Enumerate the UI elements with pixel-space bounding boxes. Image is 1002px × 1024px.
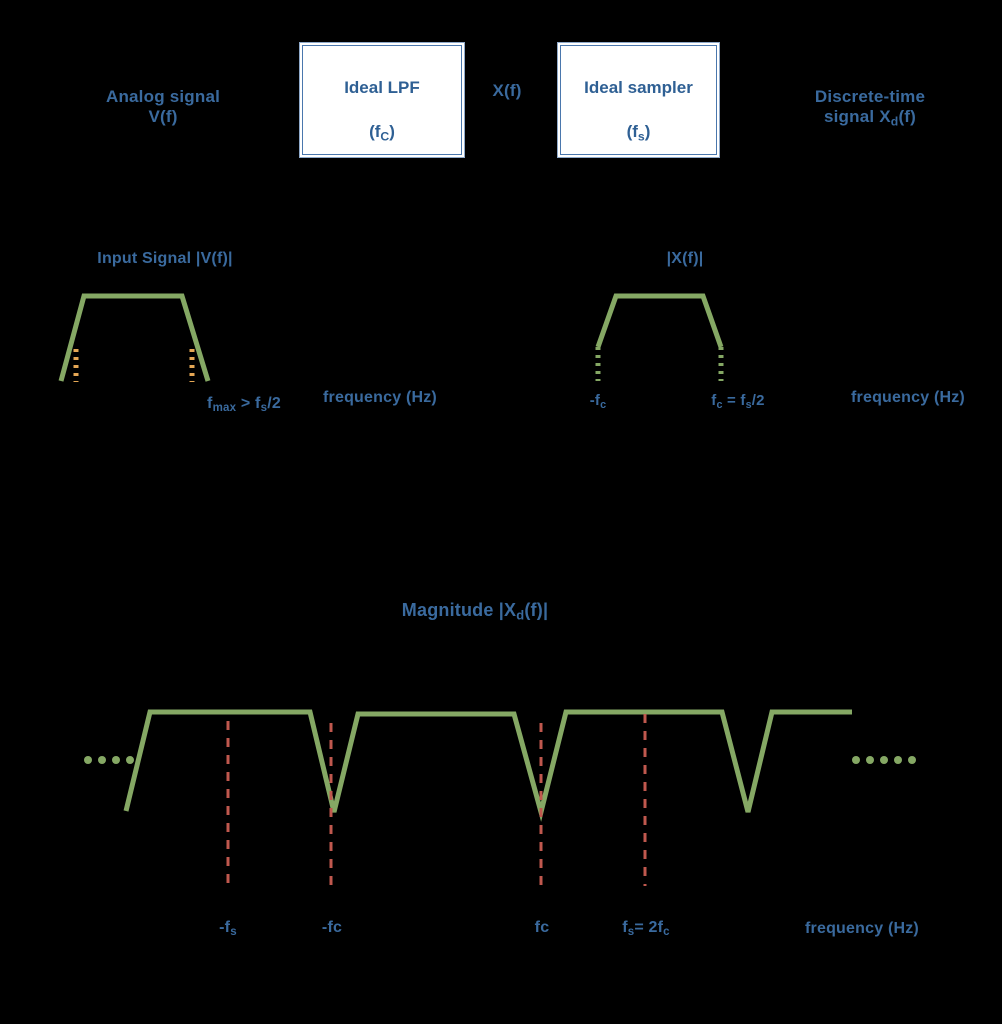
filtered-xlabel: frequency (Hz) (828, 368, 988, 407)
analog-signal-line1: Analog signal V(f) (105, 86, 221, 127)
fmax-sub: max (212, 401, 237, 414)
discrete-tick-fc: fc (534, 918, 550, 936)
xd-sub-title: d (516, 607, 525, 623)
fc-sub-2: c (663, 925, 670, 938)
neg-fs-sub: s (230, 925, 237, 938)
input-spectrum-waveform (58, 293, 211, 382)
xf-text: X(f) (492, 80, 522, 100)
filtered-title-text: |X(f)| (666, 249, 704, 267)
sampler-subscript: s (637, 129, 645, 144)
discrete-tick-minus-fs: -fs (219, 918, 237, 938)
fs-sub-2: s (745, 399, 752, 412)
ideal-sampler-title: Ideal sampler (584, 77, 693, 97)
discrete-xlabel: frequency (Hz) (778, 899, 946, 938)
input-signal-plot-title: Input Signal |V(f)| (50, 229, 280, 268)
filtered-xlabel-text: frequency (Hz) (851, 388, 965, 406)
filtered-plot-title: |X(f)| (630, 229, 740, 268)
ideal-sampler-block[interactable]: Ideal sampler (fs) (560, 45, 717, 155)
input-signal-xlabel: frequency (Hz) (300, 368, 460, 407)
discrete-tick-fs: fs= 2fc (622, 918, 670, 938)
ideal-lpf-block[interactable]: Ideal LPF (fC) (302, 45, 462, 155)
fs-sub-3: s (627, 925, 635, 938)
fc-sub: c (716, 399, 723, 412)
xf-label: X(f) (462, 60, 552, 101)
discrete-ellipsis-left (84, 756, 134, 764)
discrete-spectrum-waveform (123, 709, 852, 822)
ideal-sampler-block-label: Ideal sampler (fs) (584, 77, 693, 144)
neg-fc-sub: c (600, 399, 607, 412)
input-signal-title-text: Input Signal |V(f)| (97, 249, 233, 267)
lpf-subscript: C (380, 129, 390, 144)
discrete-plot-title: Magnitude |Xd(f)| (401, 599, 549, 623)
input-signal-xlabel-text: frequency (Hz) (323, 388, 437, 406)
filtered-spectrum-waveform (595, 293, 724, 348)
fs-sub-1: s (260, 401, 268, 414)
discrete-tick-minus-fc: -fc (321, 918, 343, 936)
ideal-lpf-title: Ideal LPF (344, 77, 420, 97)
filtered-tick-left: -fc (589, 392, 607, 412)
discrete-xlabel-text: frequency (Hz) (805, 919, 919, 937)
discrete-ellipsis-right (852, 756, 916, 764)
xd-subscript: d (890, 114, 899, 129)
analog-signal-label: Analog signal V(f) (68, 66, 258, 128)
filtered-tick-right: fc = fs/2 (711, 392, 765, 412)
ideal-lpf-block-label: Ideal LPF (fC) (344, 77, 420, 144)
input-signal-fmax-tick: fmax > fs/2 (207, 394, 281, 414)
